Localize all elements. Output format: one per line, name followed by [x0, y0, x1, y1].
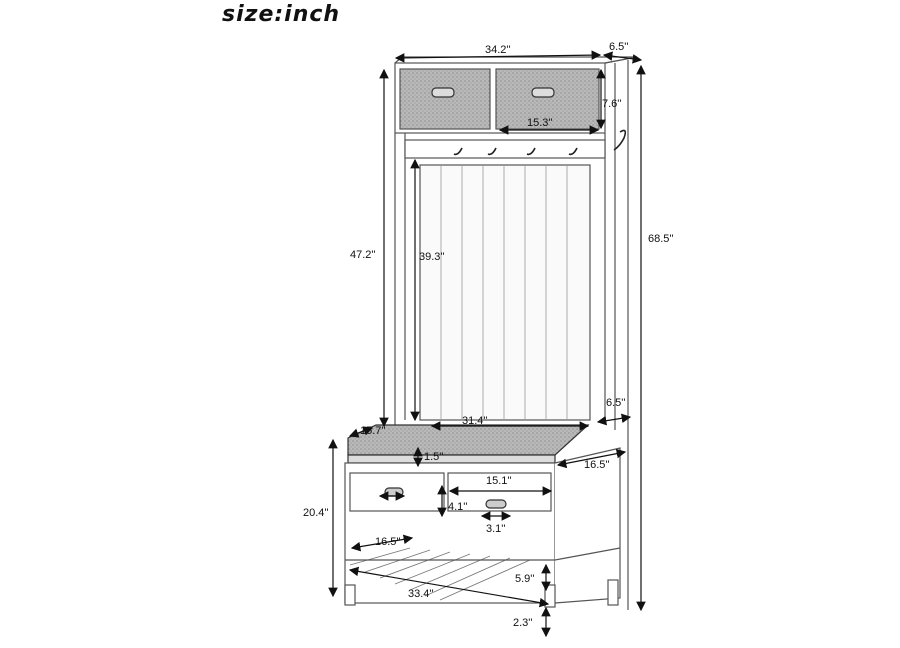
label-cushion-thickness: 1.5'': [424, 451, 444, 463]
label-drawer-width: 15.1'': [486, 475, 512, 487]
label-overall-width: 34.2'': [485, 44, 511, 56]
dim-line-depth-top: [602, 51, 643, 64]
label-shelf-depth: 16.5'': [375, 536, 401, 548]
label-hanger-height: 47.2'': [350, 249, 376, 261]
hook-4: [568, 147, 578, 156]
label-cushion-width: 31.4'': [462, 415, 488, 427]
label-depth-mid: 6.5'': [606, 397, 626, 409]
label-bench-depth: 16.5'': [584, 459, 610, 471]
label-panel-height: 39.3'': [419, 251, 445, 263]
label-basket-height: 7.6'': [602, 98, 622, 110]
basket-left: [399, 68, 491, 130]
label-cushion-depth: 15.7'': [360, 425, 386, 437]
hook-2: [487, 147, 497, 156]
side-hook: [613, 129, 627, 151]
label-shelf-gap: 5.9'': [515, 573, 535, 585]
label-drawer-height: 4.1'': [448, 501, 468, 513]
dim-line-shelf-depth: [350, 534, 414, 552]
label-basket-width: 15.3'': [527, 117, 553, 129]
dim-line-depth-mid: [596, 413, 632, 426]
hook-1: [453, 147, 463, 156]
beadboard-lines: [440, 165, 568, 420]
label-handle-width: 3.1'': [486, 523, 506, 535]
label-foot-clearance: 2.3'': [513, 617, 533, 629]
dim-line-cushion-depth: [348, 426, 374, 438]
hook-3: [526, 147, 536, 156]
dimension-labels: 34.2'' 6.5'' 7.6'' 15.3'' 47.2'' 39.3'' …: [303, 41, 674, 629]
label-depth-top: 6.5'': [609, 41, 629, 53]
dim-line-bench-width: [348, 566, 550, 608]
dim-line-overall-width: [394, 50, 602, 63]
label-bench-height: 20.4'': [303, 507, 329, 519]
coat-hooks: [453, 129, 627, 156]
label-total-height: 68.5'': [648, 233, 674, 245]
dim-line-bench-depth: [556, 448, 627, 469]
label-bench-width: 33.4'': [408, 588, 434, 600]
size-unit-title: size:inch: [222, 2, 341, 27]
basket-right: [495, 68, 600, 130]
